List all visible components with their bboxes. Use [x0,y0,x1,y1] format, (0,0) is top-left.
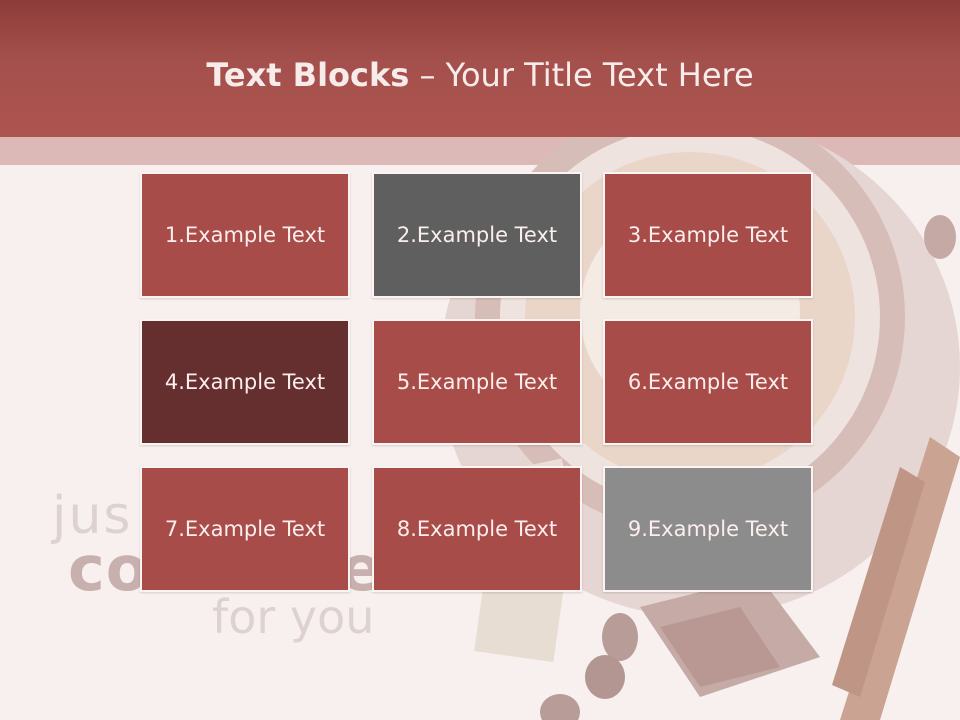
text-block-label: 8.Example Text [396,517,558,541]
text-block-label: 6.Example Text [627,370,789,394]
text-block-5[interactable]: 5.Example Text [372,319,582,445]
slide-title: Text Blocks – Your Title Text Here [0,52,960,98]
text-block-label: 2.Example Text [396,223,558,247]
text-block-label: 3.Example Text [627,223,789,247]
text-block-label: 4.Example Text [164,370,326,394]
text-block-4[interactable]: 4.Example Text [140,319,350,445]
text-block-7[interactable]: 7.Example Text [140,466,350,592]
slide-title-bold: Text Blocks [206,56,410,94]
text-block-label: 5.Example Text [396,370,558,394]
text-block-1[interactable]: 1.Example Text [140,172,350,298]
text-block-label: 7.Example Text [164,517,326,541]
text-block-label: 1.Example Text [164,223,326,247]
text-block-6[interactable]: 6.Example Text [603,319,813,445]
text-block-label: 9.Example Text [627,517,789,541]
text-block-3[interactable]: 3.Example Text [603,172,813,298]
title-bar [0,0,960,137]
slide-title-rest: – Your Title Text Here [409,56,754,94]
text-block-8[interactable]: 8.Example Text [372,466,582,592]
text-block-9[interactable]: 9.Example Text [603,466,813,592]
text-block-2[interactable]: 2.Example Text [372,172,582,298]
